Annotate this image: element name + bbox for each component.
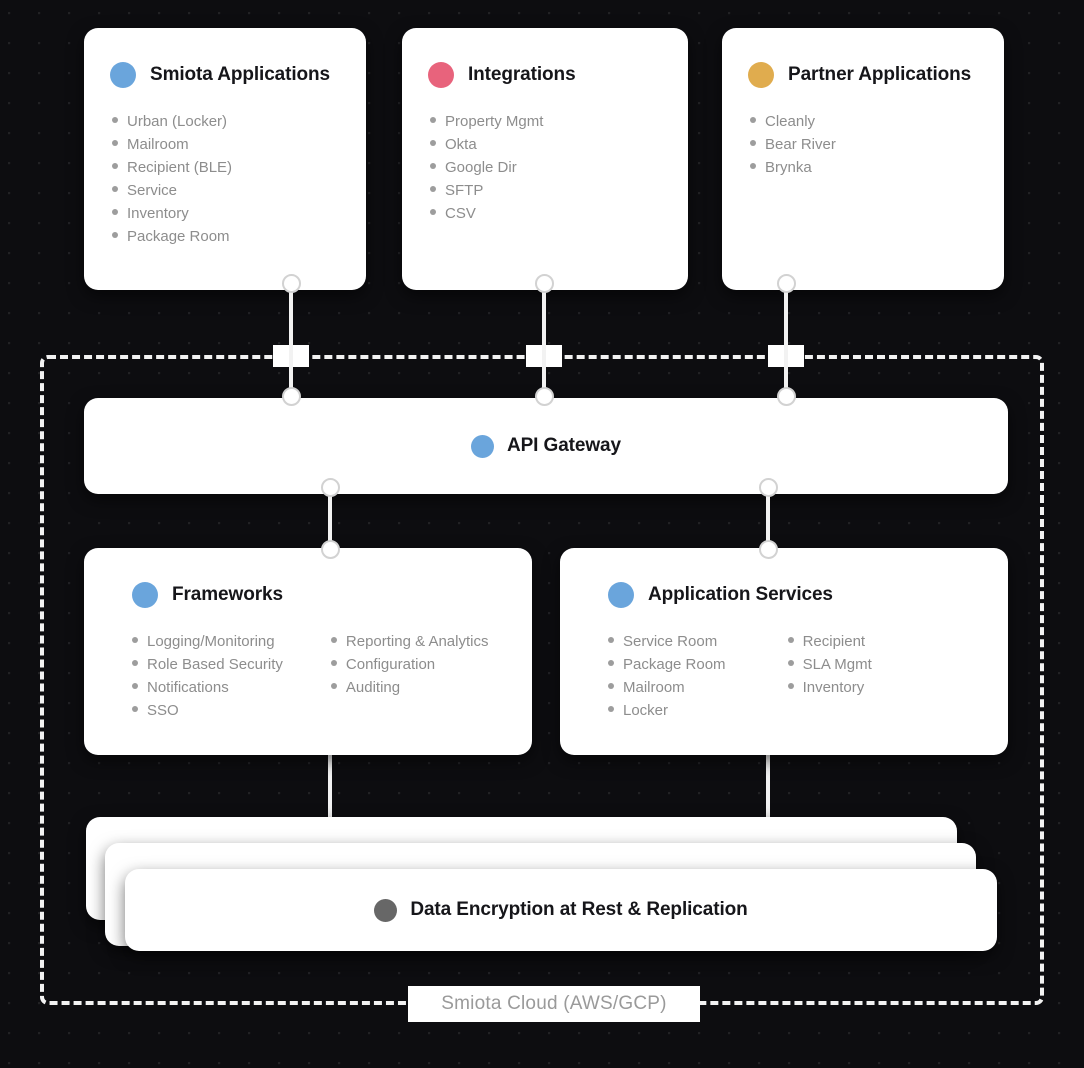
card-title: Smiota Applications: [150, 64, 331, 85]
list-item: SSO: [132, 699, 283, 722]
gray-dot-icon: [374, 898, 398, 922]
list-item: Google Dir: [430, 156, 688, 179]
list-item: Auditing: [331, 676, 489, 699]
connector-node-appservices-bottom: [759, 540, 778, 559]
card-title: Data Encryption at Rest & Replication: [410, 899, 748, 920]
card-title: Partner Applications: [788, 64, 972, 85]
list-item: Notifications: [132, 676, 283, 699]
connector-line-appservices-to-data: [766, 752, 770, 824]
card-header: Frameworks: [132, 582, 532, 608]
list-item: Urban (Locker): [112, 110, 366, 133]
connector-line-smiota-to-api-b: [289, 283, 293, 398]
card-title: API Gateway: [506, 435, 621, 456]
cloud-boundary-label-text: Smiota Cloud (AWS/GCP): [441, 993, 667, 1014]
list-item: Property Mgmt: [430, 110, 688, 133]
card-item-list-col1: Logging/Monitoring Role Based Security N…: [132, 630, 283, 722]
blue-dot-icon: [110, 62, 136, 88]
list-item: Recipient: [788, 630, 872, 653]
list-item: Cleanly: [750, 110, 1004, 133]
list-item: Role Based Security: [132, 653, 283, 676]
connector-node-integrations-top: [535, 274, 554, 293]
list-item: Configuration: [331, 653, 489, 676]
list-item: CSV: [430, 202, 688, 225]
connector-node-integrations-bottom: [535, 387, 554, 406]
list-item: Mailroom: [112, 133, 366, 156]
connector-line-integrations-to-api-b: [542, 283, 546, 398]
connector-line-api-to-frameworks: [328, 487, 332, 551]
card-header: Application Services: [608, 582, 1008, 608]
card-application-services[interactable]: Application Services Service Room Packag…: [560, 548, 1008, 755]
card-item-list: Cleanly Bear River Brynka: [750, 110, 1004, 179]
blue-dot-icon: [132, 582, 158, 608]
list-item: Logging/Monitoring: [132, 630, 283, 653]
gold-dot-icon: [748, 62, 774, 88]
card-header: Data Encryption at Rest & Replication: [374, 898, 748, 922]
connector-node-smiota-top: [282, 274, 301, 293]
connector-line-partner-to-api-b: [784, 283, 788, 398]
list-item: Okta: [430, 133, 688, 156]
list-item: Inventory: [112, 202, 366, 225]
card-item-columns: Service Room Package Room Mailroom Locke…: [608, 630, 1008, 722]
card-header: Integrations: [428, 62, 688, 88]
list-item: Service Room: [608, 630, 726, 653]
card-item-columns: Logging/Monitoring Role Based Security N…: [132, 630, 532, 722]
list-item: Inventory: [788, 676, 872, 699]
pink-dot-icon: [428, 62, 454, 88]
card-title: Integrations: [468, 64, 576, 85]
connector-line-api-to-appservices: [766, 487, 770, 551]
card-smiota-applications[interactable]: Smiota Applications Urban (Locker) Mailr…: [84, 28, 366, 290]
connector-node-smiota-bottom: [282, 387, 301, 406]
card-partner-applications[interactable]: Partner Applications Cleanly Bear River …: [722, 28, 1004, 290]
list-item: Package Room: [112, 225, 366, 248]
blue-dot-icon: [470, 434, 494, 458]
data-layer-card-front[interactable]: Data Encryption at Rest & Replication: [125, 869, 997, 951]
connector-node-frameworks-top: [321, 478, 340, 497]
card-item-list-col1: Service Room Package Room Mailroom Locke…: [608, 630, 726, 722]
card-item-list-col2: Recipient SLA Mgmt Inventory: [788, 630, 872, 722]
list-item: SFTP: [430, 179, 688, 202]
card-api-gateway[interactable]: API Gateway: [84, 398, 1008, 494]
list-item: Mailroom: [608, 676, 726, 699]
connector-node-frameworks-bottom: [321, 540, 340, 559]
card-title: Application Services: [648, 584, 833, 605]
list-item: Service: [112, 179, 366, 202]
blue-dot-icon: [608, 582, 634, 608]
list-item: SLA Mgmt: [788, 653, 872, 676]
connector-node-appservices-top: [759, 478, 778, 497]
card-item-list: Property Mgmt Okta Google Dir SFTP CSV: [430, 110, 688, 225]
card-item-list-col2: Reporting & Analytics Configuration Audi…: [331, 630, 489, 722]
card-frameworks[interactable]: Frameworks Logging/Monitoring Role Based…: [84, 548, 532, 755]
list-item: Locker: [608, 699, 726, 722]
connector-node-partner-bottom: [777, 387, 796, 406]
cloud-boundary-label: Smiota Cloud (AWS/GCP): [408, 986, 700, 1022]
list-item: Bear River: [750, 133, 1004, 156]
list-item: Brynka: [750, 156, 1004, 179]
list-item: Reporting & Analytics: [331, 630, 489, 653]
list-item: Package Room: [608, 653, 726, 676]
connector-node-partner-top: [777, 274, 796, 293]
card-integrations[interactable]: Integrations Property Mgmt Okta Google D…: [402, 28, 688, 290]
card-header: API Gateway: [470, 434, 621, 458]
card-header: Smiota Applications: [110, 62, 366, 88]
card-item-list: Urban (Locker) Mailroom Recipient (BLE) …: [112, 110, 366, 248]
card-title: Frameworks: [172, 584, 283, 605]
list-item: Recipient (BLE): [112, 156, 366, 179]
card-header: Partner Applications: [748, 62, 1004, 88]
connector-line-frameworks-to-data: [328, 752, 332, 824]
